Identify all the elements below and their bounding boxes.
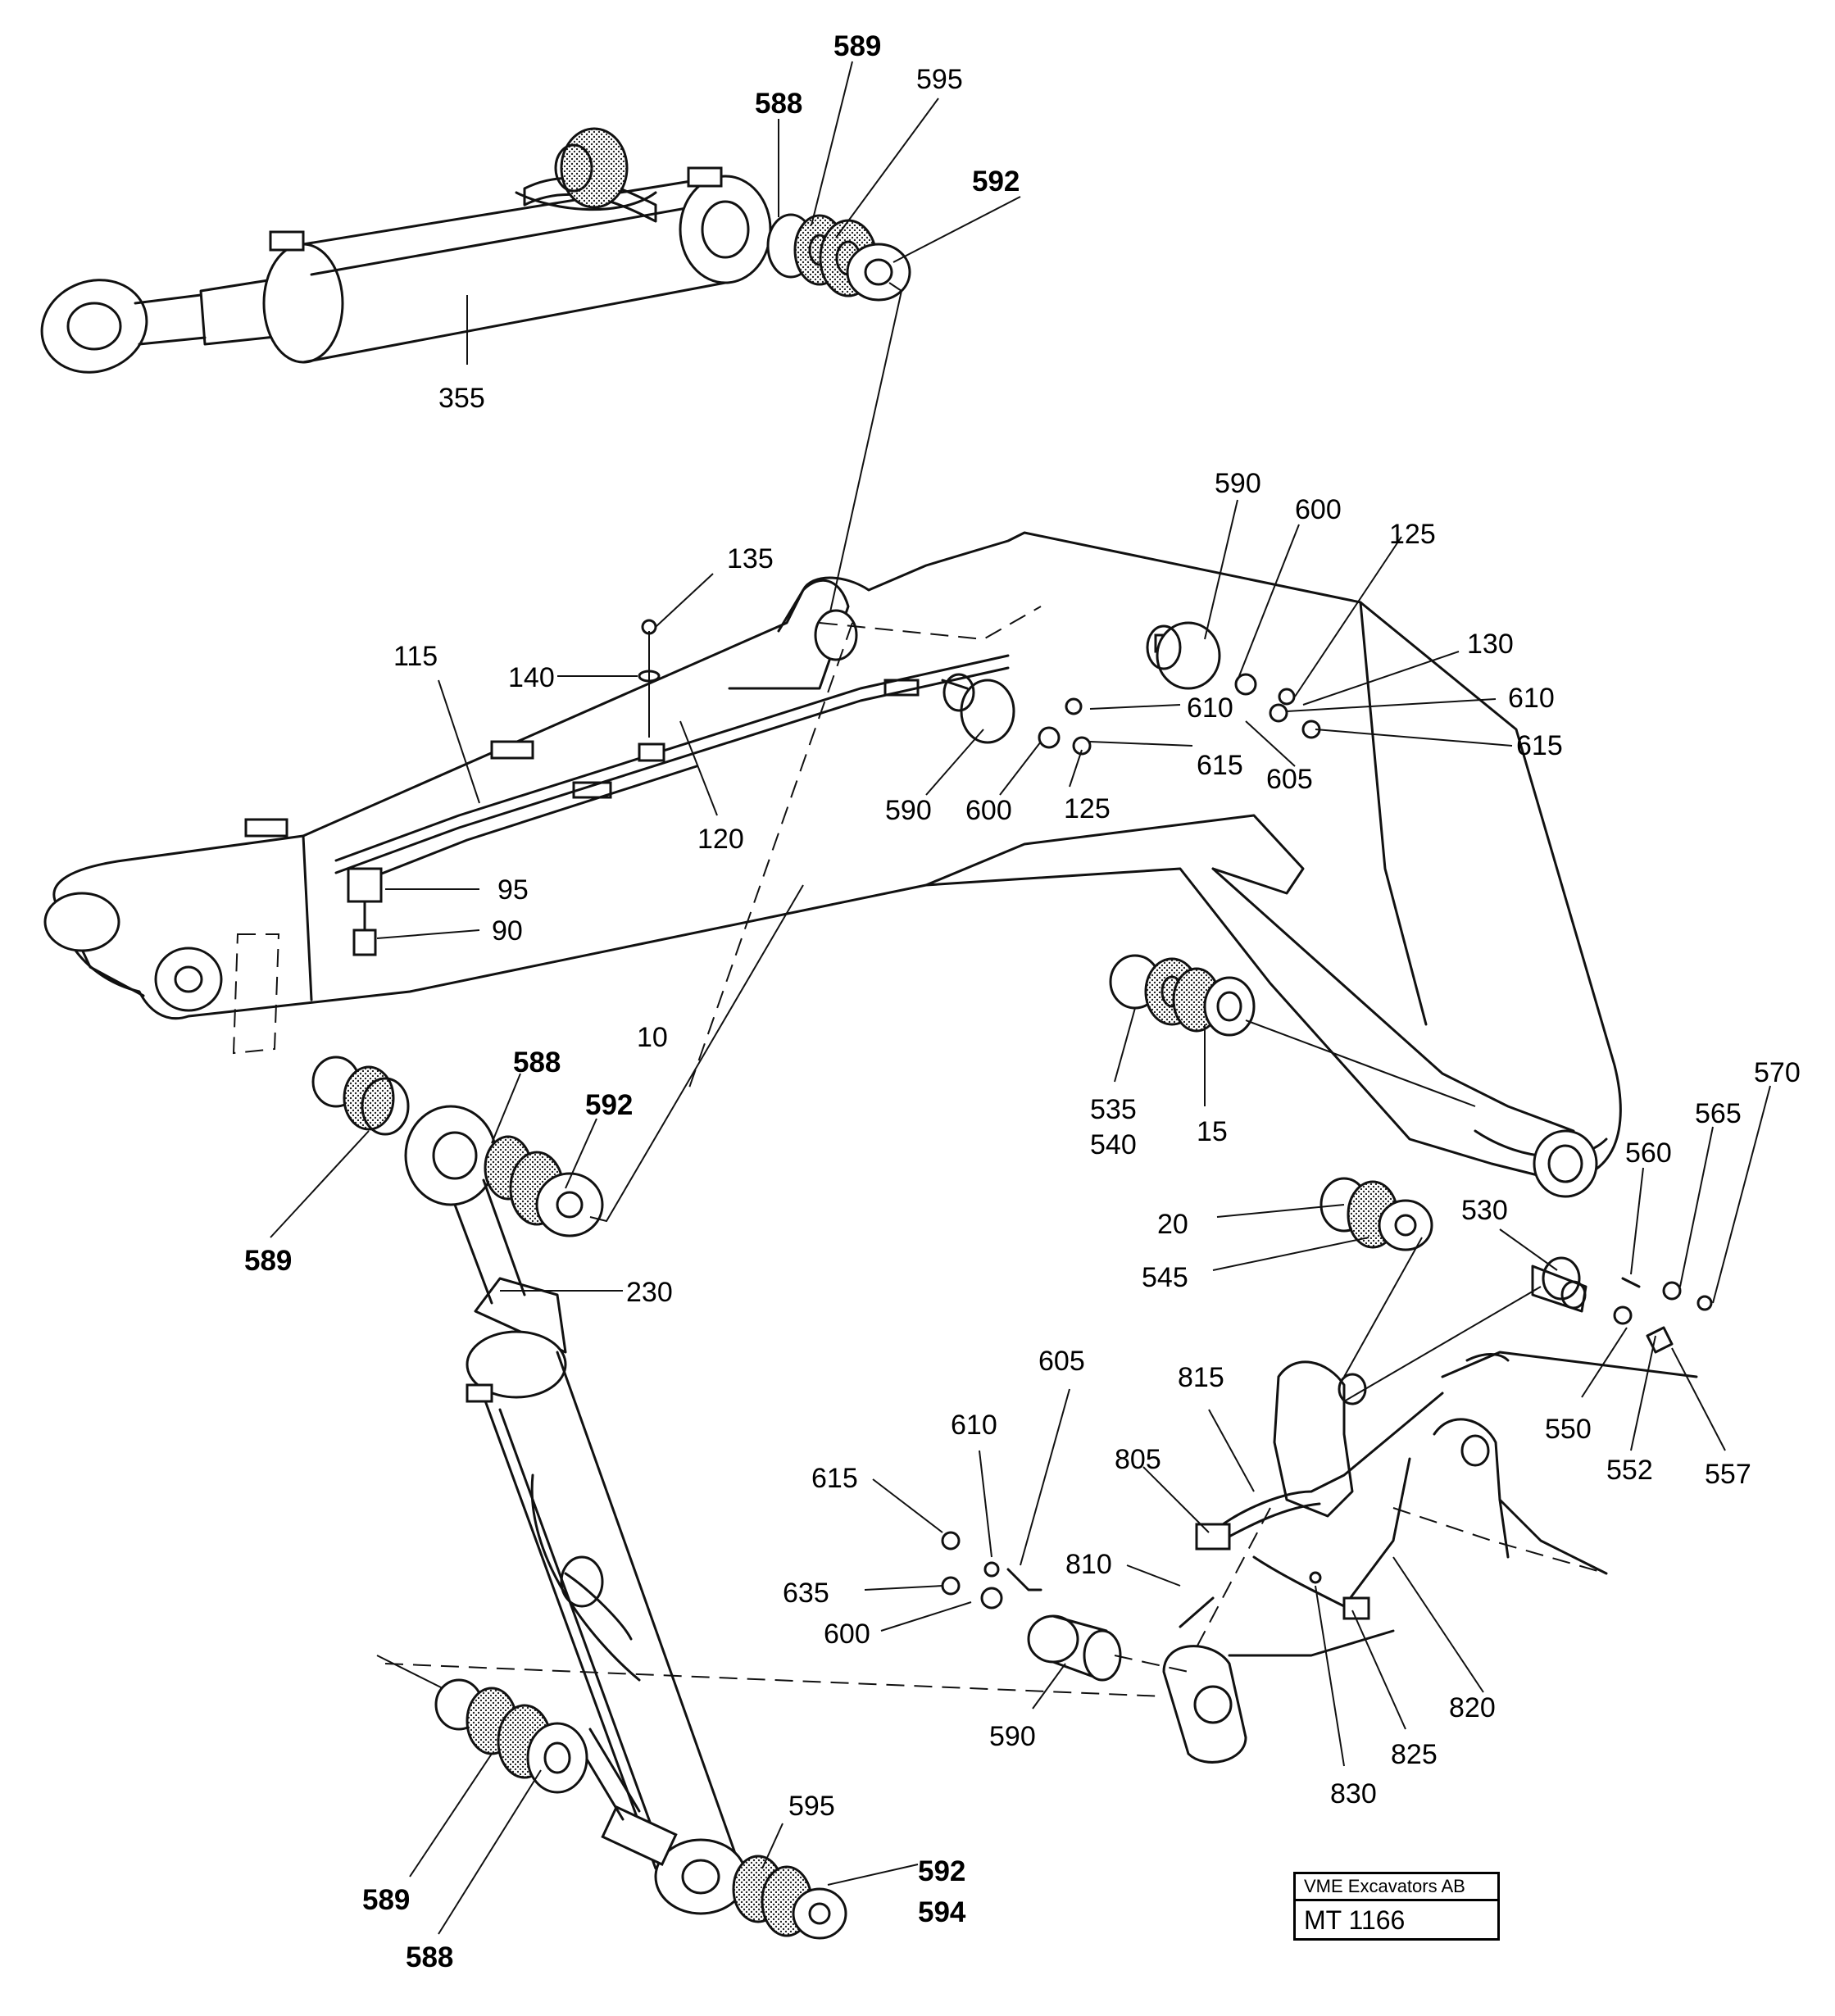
cylinder-230 bbox=[404, 1105, 747, 1915]
bushing-stack-top bbox=[766, 213, 911, 624]
pins-boom-top bbox=[941, 621, 1321, 756]
callout-125: 125 bbox=[1389, 519, 1436, 550]
callout-600: 600 bbox=[965, 795, 1012, 826]
callout-820: 820 bbox=[1449, 1692, 1496, 1723]
callout-610: 610 bbox=[1187, 692, 1233, 724]
callout-805: 805 bbox=[1115, 1444, 1161, 1475]
callout-600: 600 bbox=[1295, 494, 1342, 525]
callout-595: 595 bbox=[916, 64, 963, 95]
callout-20: 20 bbox=[1157, 1209, 1188, 1240]
callout-530: 530 bbox=[1461, 1195, 1508, 1226]
title-block: VME Excavators AB MT 1166 bbox=[1293, 1872, 1500, 1941]
callout-615: 615 bbox=[1197, 750, 1243, 781]
callout-130: 130 bbox=[1467, 629, 1514, 660]
callout-15: 15 bbox=[1197, 1116, 1228, 1147]
callout-560: 560 bbox=[1625, 1137, 1672, 1169]
callout-830: 830 bbox=[1330, 1778, 1377, 1809]
callout-565: 565 bbox=[1695, 1098, 1742, 1129]
callout-552: 552 bbox=[1606, 1455, 1653, 1486]
callout-590: 590 bbox=[1215, 468, 1261, 499]
callout-615: 615 bbox=[1516, 730, 1563, 761]
callout-605: 605 bbox=[1038, 1346, 1085, 1377]
cylinder-355 bbox=[40, 127, 772, 374]
callout-90: 90 bbox=[492, 915, 523, 947]
pin-590-bottom-group bbox=[384, 1531, 1189, 1697]
callout-535: 535 bbox=[1090, 1094, 1137, 1125]
bushing-stack-15 bbox=[1109, 954, 1476, 1107]
callout-610: 610 bbox=[1508, 683, 1555, 714]
callout-588: 588 bbox=[755, 88, 802, 120]
callout-230: 230 bbox=[626, 1277, 673, 1308]
arm-foot-assembly bbox=[1162, 1177, 1608, 1764]
callout-355: 355 bbox=[438, 383, 485, 414]
callout-labels: 589 588 595 592 355 135 140 115 120 95 9… bbox=[244, 30, 1801, 1973]
callout-600: 600 bbox=[824, 1619, 870, 1650]
leader-lines bbox=[270, 61, 1771, 1935]
callout-592: 592 bbox=[918, 1855, 965, 1887]
callout-589: 589 bbox=[362, 1884, 410, 1916]
callout-815: 815 bbox=[1178, 1362, 1224, 1393]
callout-557: 557 bbox=[1705, 1459, 1751, 1490]
callout-588: 588 bbox=[513, 1047, 561, 1078]
callout-590: 590 bbox=[885, 795, 932, 826]
callout-605: 605 bbox=[1266, 764, 1313, 795]
hydraulic-lines-boom bbox=[334, 619, 1010, 956]
callout-594: 594 bbox=[918, 1896, 966, 1928]
pin-530-group bbox=[1343, 1256, 1713, 1402]
callout-589: 589 bbox=[244, 1245, 292, 1277]
callout-120: 120 bbox=[697, 824, 744, 855]
callout-588: 588 bbox=[406, 1941, 453, 1973]
callout-135: 135 bbox=[727, 543, 774, 574]
callout-140: 140 bbox=[508, 662, 555, 693]
callout-589: 589 bbox=[833, 30, 881, 62]
callout-592: 592 bbox=[972, 166, 1020, 198]
callout-570: 570 bbox=[1754, 1057, 1801, 1088]
callout-10: 10 bbox=[637, 1022, 668, 1053]
callout-95: 95 bbox=[497, 874, 529, 906]
bushing-stack-230-top bbox=[311, 884, 804, 1237]
callout-825: 825 bbox=[1391, 1739, 1438, 1770]
callout-540: 540 bbox=[1090, 1129, 1137, 1160]
callout-550: 550 bbox=[1545, 1414, 1592, 1445]
callout-590: 590 bbox=[989, 1721, 1036, 1752]
company-name: VME Excavators AB bbox=[1296, 1874, 1497, 1901]
callout-545: 545 bbox=[1142, 1262, 1188, 1293]
bushing-stack-230-bottom bbox=[376, 1655, 847, 1940]
callout-615: 615 bbox=[811, 1463, 858, 1494]
boom-10 bbox=[43, 531, 1622, 1198]
callout-125: 125 bbox=[1064, 793, 1111, 824]
callout-592: 592 bbox=[585, 1089, 633, 1121]
document-number: MT 1166 bbox=[1304, 1905, 1406, 1935]
callout-115: 115 bbox=[393, 641, 438, 672]
callout-610: 610 bbox=[951, 1410, 997, 1441]
callout-635: 635 bbox=[783, 1578, 829, 1609]
callout-595: 595 bbox=[788, 1791, 835, 1822]
callout-810: 810 bbox=[1065, 1549, 1112, 1580]
